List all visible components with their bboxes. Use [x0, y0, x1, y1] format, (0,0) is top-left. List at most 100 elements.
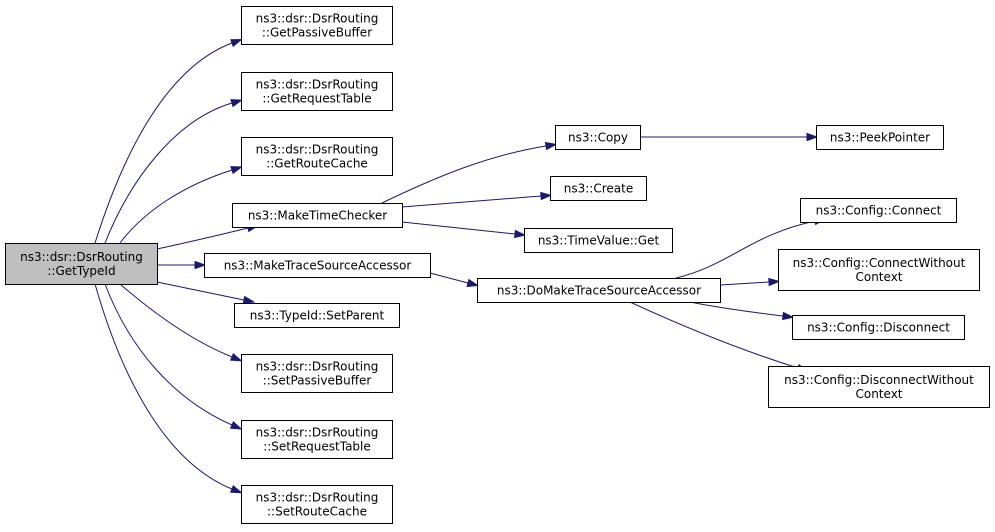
node-box [241, 420, 393, 459]
edge-line [675, 220, 816, 279]
node-label: ns3::Config::DisconnectWithout [784, 373, 974, 387]
edge-line [156, 281, 245, 301]
arrowhead-icon [514, 229, 527, 239]
node-label: ns3::TimeValue::Get [538, 234, 660, 248]
edge-line [104, 102, 233, 244]
node-label: ::SetPassiveBuffer [263, 374, 372, 388]
arrowhead-icon [768, 277, 781, 287]
node-get-passive-buffer[interactable]: ns3::dsr::DsrRouting::GetPassiveBuffer [241, 6, 393, 45]
arrowhead-icon [782, 311, 795, 321]
edge-doMakeTraceSourceAccessor-to-configDisconnectWithoutContext [629, 301, 810, 372]
node-config-connect[interactable]: ns3::Config::Connect [800, 198, 957, 223]
node-label: ns3::dsr::DsrRouting [256, 360, 379, 374]
edge-line [94, 283, 233, 490]
edge-root-to-setPassiveBuffer [119, 283, 243, 362]
edge-line [381, 145, 547, 204]
edge-makeTimeChecker-to-timeValueGet [401, 221, 527, 239]
edge-line [629, 301, 799, 369]
arrowhead-icon [229, 420, 243, 430]
node-label: ns3::dsr::DsrRouting [256, 143, 379, 157]
edge-line [689, 301, 784, 317]
node-box [524, 228, 673, 253]
node-label: Context [855, 270, 902, 284]
node-make-trace-source-accessor[interactable]: ns3::MakeTraceSourceAccessor [204, 253, 431, 278]
node-box [550, 176, 647, 201]
node-box [241, 354, 393, 393]
node-time-value-get[interactable]: ns3::TimeValue::Get [524, 228, 673, 253]
node-label: ns3::TypeId::SetParent [250, 309, 385, 323]
node-root[interactable]: ns3::dsr::DsrRouting::GetTypeId [5, 243, 158, 285]
node-create[interactable]: ns3::Create [550, 176, 647, 201]
node-box [816, 125, 944, 150]
node-label: ns3::Config::Disconnect [807, 321, 950, 335]
edge-line [119, 169, 233, 244]
edge-makeTimeChecker-to-create [401, 191, 553, 208]
node-box [232, 203, 403, 228]
arrowhead-icon [230, 166, 243, 175]
arrowhead-icon [540, 191, 553, 201]
edge-root-to-setRequestTable [104, 283, 243, 430]
node-box [477, 278, 721, 303]
node-box [778, 249, 980, 291]
node-label: ns3::Config::ConnectWithout [793, 256, 966, 270]
node-set-parent[interactable]: ns3::TypeId::SetParent [234, 303, 400, 328]
edge-doMakeTraceSourceAccessor-to-configConnectWithoutContext [719, 277, 781, 287]
node-get-request-table[interactable]: ns3::dsr::DsrRouting::GetRequestTable [241, 72, 393, 111]
node-label: ns3::Copy [568, 131, 628, 145]
node-label: ns3::Config::Connect [816, 204, 942, 218]
node-box [234, 303, 400, 328]
node-box [204, 253, 431, 278]
node-label: Context [855, 387, 902, 401]
node-label: ns3::dsr::DsrRouting [256, 491, 379, 505]
node-peek-pointer[interactable]: ns3::PeekPointer [816, 125, 944, 150]
arrowhead-icon [544, 141, 558, 151]
arrowhead-icon [806, 132, 819, 142]
edge-line [719, 281, 770, 286]
node-box [241, 485, 393, 524]
node-label: ::GetRouteCache [266, 157, 368, 171]
edge-line [156, 227, 249, 250]
node-label: ::SetRequestTable [263, 440, 371, 454]
node-label: ns3::dsr::DsrRouting [20, 250, 143, 264]
edge-root-to-setRouteCache [94, 283, 243, 494]
edge-line [119, 283, 233, 358]
edge-makeTraceSourceAccessor-to-doMakeTraceSourceAccessor [429, 272, 480, 287]
node-box [555, 125, 641, 150]
node-do-make-trace-source-accessor[interactable]: ns3::DoMakeTraceSourceAccessor [477, 278, 721, 303]
node-label: ns3::dsr::DsrRouting [256, 78, 379, 92]
node-config-disconnect[interactable]: ns3::Config::Disconnect [792, 315, 965, 340]
node-label: ns3::Create [564, 182, 633, 196]
node-box [768, 366, 990, 408]
node-make-time-checker[interactable]: ns3::MakeTimeChecker [232, 203, 403, 228]
arrowhead-icon [242, 295, 256, 304]
node-box [241, 6, 393, 45]
node-set-request-table[interactable]: ns3::dsr::DsrRouting::SetRequestTable [241, 420, 393, 459]
node-label: ::GetTypeId [47, 264, 115, 278]
call-graph-nodes: ns3::dsr::DsrRouting::GetTypeIdns3::dsr:… [5, 6, 990, 524]
edge-line [429, 272, 469, 284]
edge-root-to-getRequestTable [104, 99, 244, 244]
node-set-route-cache[interactable]: ns3::dsr::DsrRouting::SetRouteCache [241, 485, 393, 524]
node-label: ns3::PeekPointer [830, 131, 930, 145]
node-label: ::SetRouteCache [267, 505, 367, 519]
edge-root-to-makeTimeChecker [156, 224, 260, 250]
node-get-route-cache[interactable]: ns3::dsr::DsrRouting::GetRouteCache [241, 137, 393, 176]
edge-makeTimeChecker-to-copy [381, 141, 558, 204]
edge-root-to-makeTraceSourceAccessor [157, 260, 207, 270]
edge-root-to-setParent [156, 281, 256, 304]
arrowhead-icon [194, 260, 207, 270]
arrowhead-icon [466, 278, 480, 287]
node-set-passive-buffer[interactable]: ns3::dsr::DsrRouting::SetPassiveBuffer [241, 354, 393, 393]
node-box [800, 198, 957, 223]
arrowhead-icon [230, 99, 244, 108]
edge-root-to-getRouteCache [119, 166, 243, 244]
node-box [792, 315, 965, 340]
edge-line [401, 195, 542, 208]
node-label: ns3::dsr::DsrRouting [256, 426, 379, 440]
edge-line [94, 42, 233, 244]
node-copy[interactable]: ns3::Copy [555, 125, 641, 150]
arrowhead-icon [229, 484, 243, 494]
